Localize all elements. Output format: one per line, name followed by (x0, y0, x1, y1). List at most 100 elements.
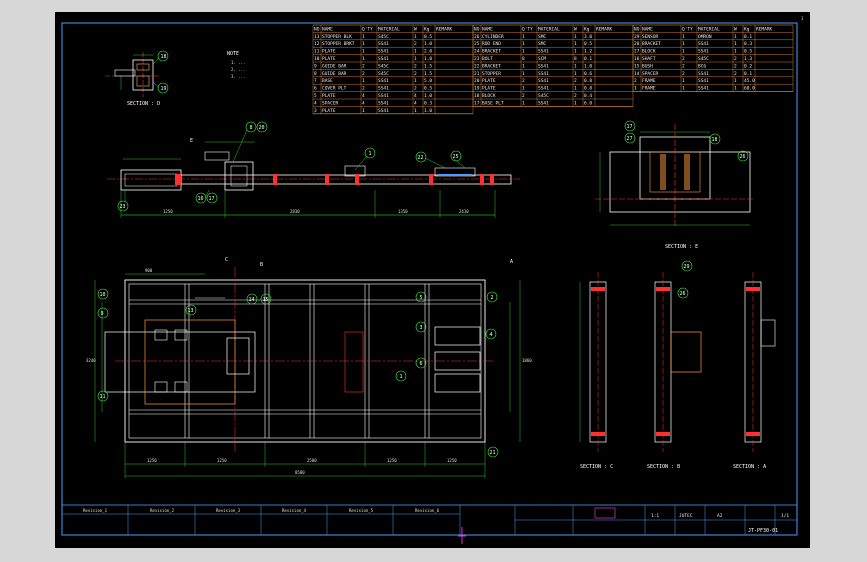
sheet-number-marker: 1 (801, 16, 804, 21)
bom-cell: SPACER (642, 71, 659, 77)
dimension-text: 1860 (522, 358, 532, 363)
bom-cell: 2 (414, 63, 417, 69)
bom-cell: SS41 (698, 86, 709, 92)
bom-cell: 4 (414, 100, 417, 106)
bom-cell: FRAME (642, 78, 656, 84)
bom-cell: SS41 (698, 49, 709, 55)
bom-cell: 18 (474, 93, 480, 99)
bom-cell: 0.2 (744, 63, 752, 69)
bom-cell: 11 (314, 49, 320, 55)
side-view: 1250 2830 1350 2410 8 20 16 17 1 22 25 2… (107, 121, 520, 218)
bom-cell: 20 (474, 78, 480, 84)
bom-cell: 1 (414, 78, 417, 84)
balloon-label: 22 (418, 155, 424, 161)
bom-cell: S45C (378, 71, 389, 77)
bom-cell: 1 (574, 100, 577, 106)
bom-cell: S45C (698, 56, 709, 62)
balloon-label: 11 (100, 394, 106, 400)
bom-cell: 4 (414, 93, 417, 99)
balloon-label: 21 (490, 450, 496, 456)
balloon-label: 2 (491, 295, 494, 301)
bom-cell: 1.3 (744, 56, 752, 62)
bom-cell: SS41 (538, 49, 549, 55)
bom-cell: 1.5 (424, 63, 432, 69)
bom-cell: 2 (682, 56, 685, 62)
bom-cell: 1 (634, 86, 637, 92)
dimension-text: 1250 (147, 458, 157, 463)
bom-cell: 0.5 (584, 41, 592, 47)
section-arrow-a: A (510, 259, 513, 265)
balloon-label: 19 (161, 86, 167, 92)
bom-cell: NAME (642, 26, 653, 32)
bom-cell: SENSOR (642, 34, 659, 40)
bom-cell: 8 (522, 56, 525, 62)
balloon-label: 26 (680, 291, 686, 297)
bom-cell: 1.0 (424, 56, 432, 62)
balloon-label: 5 (420, 295, 423, 301)
balloon-label: 9 (101, 311, 104, 317)
balloon-label: 14 (249, 297, 255, 303)
bom-cell: Q'TY (682, 26, 693, 32)
bom-cell: NO (314, 26, 320, 32)
bom-cell: 1 (574, 49, 577, 55)
bom-cell: 2 (414, 86, 417, 92)
bom-cell: STOPPER BLK (322, 34, 352, 40)
bom-cell: NAME (322, 26, 333, 32)
drawing-number: JT-PF30-01 (748, 528, 778, 534)
bom-cell: 1 (414, 34, 417, 40)
bom-cell: Kg (584, 26, 590, 32)
bom-cell: 1 (734, 78, 737, 84)
bom-cell: 6.0 (584, 100, 592, 106)
dimension-text: 2410 (459, 209, 469, 214)
bom-cell: 1 (362, 34, 365, 40)
bom-cell: SS41 (378, 108, 389, 114)
bom-cell: OMRON (698, 34, 712, 40)
bom-cell: 0.8 (584, 86, 592, 92)
balloon-label: 25 (453, 154, 459, 160)
bom-cell: 2 (362, 63, 365, 69)
bom-cell: 1 (574, 86, 577, 92)
balloon-label: 3 (420, 325, 423, 331)
balloon-label: 4 (490, 332, 493, 338)
section-b-title: SECTION : B (647, 464, 680, 470)
bom-cell: 15 (634, 63, 640, 69)
bom-cell: SS41 (538, 86, 549, 92)
bom-cell: 2 (574, 93, 577, 99)
bom-cell: 0.5 (744, 49, 752, 55)
bom-cell: CYLINDER (482, 34, 504, 40)
scale-value: 1:1 (651, 513, 659, 519)
bom-cell: NAME (482, 26, 493, 32)
balloon-label: 10 (100, 292, 106, 298)
bom-cell: 1.0 (584, 63, 592, 69)
bom-cell: 0.5 (424, 86, 432, 92)
bom-cell: 28 (634, 41, 640, 47)
bom-cell: 1 (522, 100, 525, 106)
bom-cell: MATERIAL (538, 26, 560, 32)
revision-label: Revision_6 (415, 508, 440, 513)
bom-cell: BC6 (698, 63, 706, 69)
bom-cell: 1.5 (424, 71, 432, 77)
dimension-text: 1250 (217, 458, 227, 463)
bom-cell: 4 (362, 93, 365, 99)
bom-cell: 1 (682, 41, 685, 47)
dimension-text: 3240 (86, 358, 96, 363)
section-a-title: SECTION : A (733, 464, 766, 470)
bom-cell: 27 (634, 49, 640, 55)
dimension-text: 2580 (307, 458, 317, 463)
plan-balloons: 10 9 11 13 14 15 5 2 3 6 1 21 4 (97, 288, 499, 458)
bom-cell: 24 (474, 49, 480, 55)
bom-cell: 21 (474, 71, 480, 77)
bom-cell: ROD END (482, 41, 501, 47)
plan-view: 1250 1250 2580 1250 1250 8580 3240 1860 … (86, 257, 532, 478)
bom-cell: 1 (682, 86, 685, 92)
dimension-text: 900 (145, 268, 153, 273)
bom-cell: REMARK (756, 26, 773, 32)
bom-cell: 0.8 (584, 78, 592, 84)
balloon-label: 16 (198, 196, 204, 202)
revision-strip: Revision_1 Revision_2 Revision_3 Revisio… (61, 504, 798, 536)
bom-cell: 3 (314, 108, 317, 114)
bom-cell: SMC (538, 34, 546, 40)
revision-label: Revision_3 (216, 508, 241, 513)
section-arrow-c: C (225, 257, 228, 263)
